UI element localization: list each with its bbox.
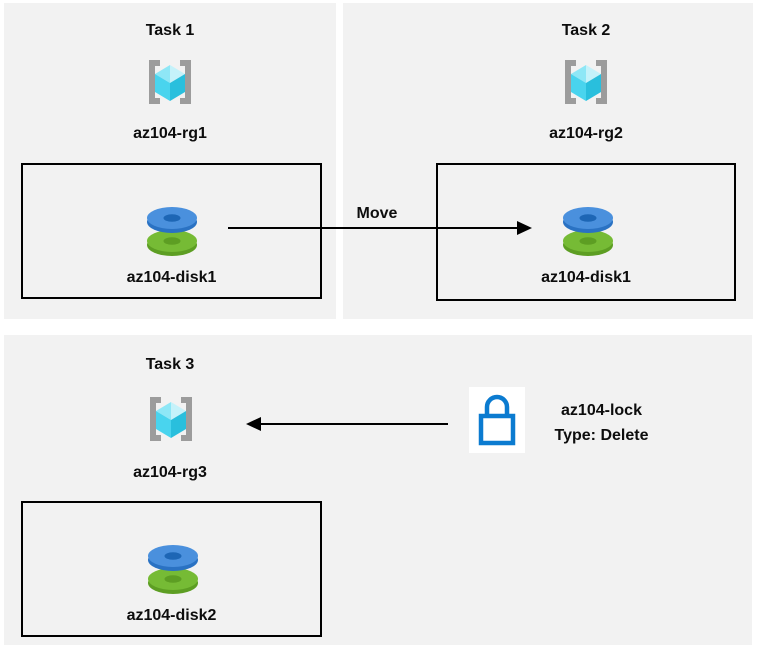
lock-icon [478, 394, 516, 446]
task1-disk-box: az104-disk1 [21, 163, 322, 299]
task3-panel: Task 3 az104-rg3 az104-disk2 [4, 335, 752, 645]
task2-rg-label: az104-rg2 [549, 125, 623, 142]
resource-group-icon [150, 397, 192, 441]
task1-panel: Task 1 az104-rg1 az104-disk1 [4, 3, 336, 319]
disk-icon [148, 545, 198, 594]
task2-title: Task 2 [561, 22, 611, 39]
lock-icon-tile [469, 387, 525, 453]
lock-type-label: Type: Delete [554, 427, 649, 444]
task1-disk-label: az104-disk1 [126, 269, 217, 286]
lock-name-label: az104-lock [561, 402, 642, 419]
task1-title: Task 1 [145, 22, 195, 39]
disk-icon [563, 207, 613, 256]
task2-disk-box: az104-disk1 [436, 163, 736, 301]
disk-icon [147, 207, 197, 256]
task2-disk-label: az104-disk1 [541, 269, 631, 286]
move-arrow-label: Move [356, 205, 398, 222]
task2-panel: Task 2 az104-rg2 az104-disk1 [343, 3, 753, 319]
task3-rg-label: az104-rg3 [133, 464, 207, 481]
task1-rg-label: az104-rg1 [133, 125, 207, 142]
task3-disk-label: az104-disk2 [126, 607, 217, 624]
resource-group-icon [565, 60, 607, 104]
task3-disk-box: az104-disk2 [21, 501, 322, 637]
resource-group-icon [149, 60, 191, 104]
task3-title: Task 3 [145, 356, 195, 373]
